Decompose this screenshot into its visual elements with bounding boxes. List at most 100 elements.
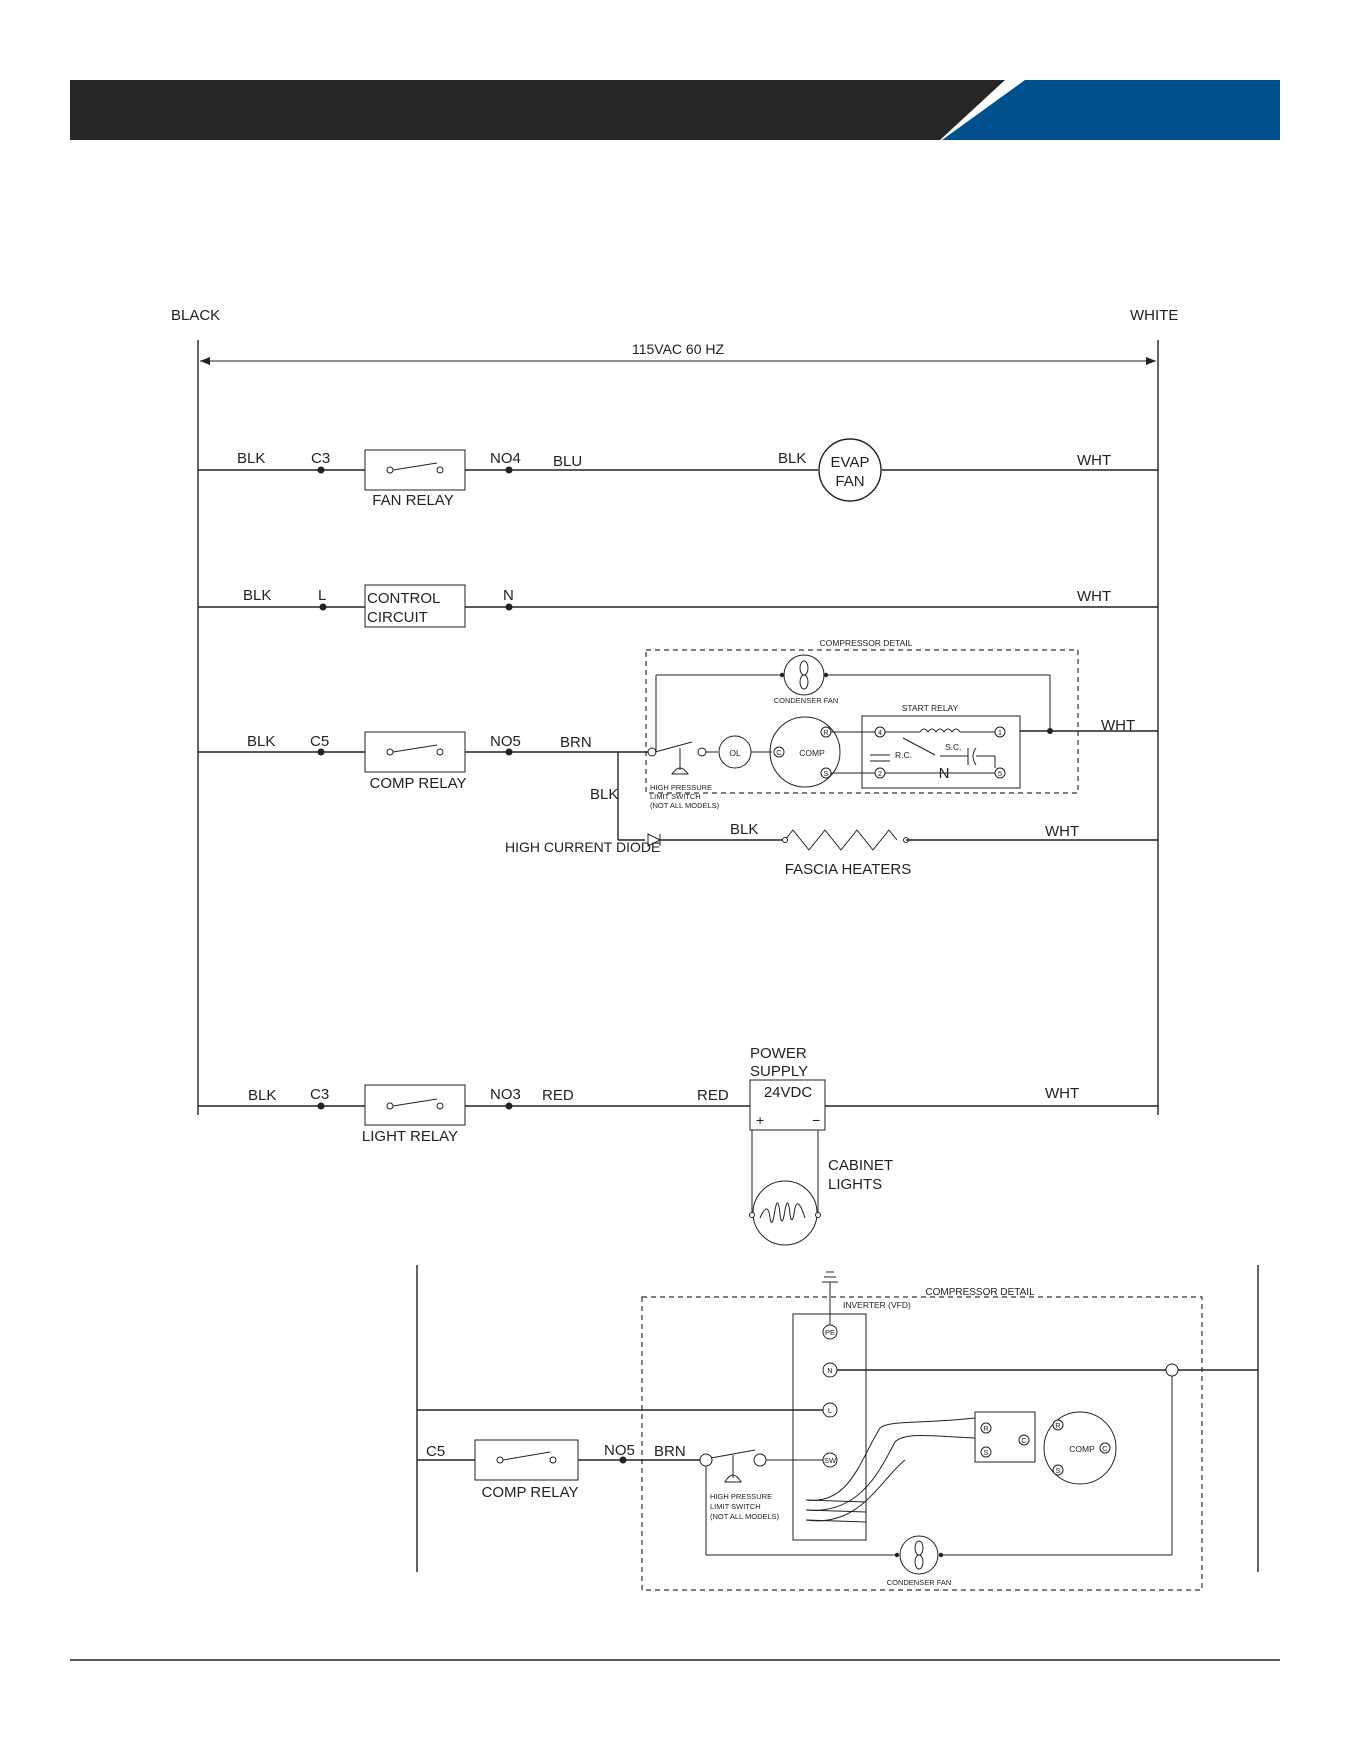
evap-fan	[818, 438, 882, 502]
inv-terminal-in: C5	[426, 1443, 445, 1460]
plug-s: S	[983, 1448, 988, 1457]
hp-switch-line1: HIGH PRESSURE	[650, 783, 712, 792]
control-neutral: WHT	[1077, 588, 1111, 605]
diode	[647, 833, 662, 847]
relay-pin-1: 1	[998, 728, 1002, 737]
inverter-box	[792, 1313, 867, 1541]
inverter-detail: COMPRESSOR DETAIL INVERTER (VFD) PE N L …	[416, 1265, 1259, 1591]
inv-condenser-fan	[899, 1535, 939, 1575]
comp-detail-box	[645, 649, 1079, 794]
cabinet-lights-line1: CABINET	[828, 1157, 893, 1174]
inv-condenser-fan-label: CONDENSER FAN	[887, 1578, 952, 1587]
inv-n: N	[827, 1366, 832, 1375]
comp-wire-in: BLK	[247, 733, 275, 750]
light-terminal-out: NO3	[490, 1086, 521, 1103]
inv-sw: SW	[824, 1456, 837, 1465]
control-wire-in: BLK	[243, 587, 271, 604]
heater-circuit: HIGH CURRENT DIODE BLK FASCIA HEATERS WH…	[505, 752, 1158, 878]
relay-pin-5: 5	[998, 769, 1002, 778]
power-supply-line1: POWER	[750, 1045, 807, 1062]
inv-hp-line2: LIMIT SWITCH	[710, 1502, 761, 1511]
control-terminal-in: L	[318, 587, 326, 604]
fan-wire-out: BLU	[553, 453, 582, 470]
header-accent	[942, 80, 1280, 140]
plug-c: C	[1021, 1436, 1027, 1445]
inv-terminal-out: NO5	[604, 1442, 635, 1459]
inverter-detail-box	[641, 1296, 1203, 1591]
power-supply-line2: SUPPLY	[750, 1063, 808, 1080]
comp-wire-out: BRN	[560, 734, 592, 751]
light-wire-out: RED	[542, 1087, 574, 1104]
inv-pe: PE	[825, 1328, 835, 1337]
fan-neutral: WHT	[1077, 452, 1111, 469]
power-supply-voltage: 24VDC	[764, 1084, 813, 1101]
inv-comp-r: R	[1055, 1421, 1061, 1430]
inv-wire-out: BRN	[654, 1443, 686, 1460]
rail-right-label: WHITE	[1130, 307, 1178, 324]
fan-terminal-out: NO4	[490, 450, 521, 467]
power-supply	[749, 1079, 826, 1131]
rc-label: R.C.	[895, 750, 912, 760]
inv-compressor	[1043, 1411, 1117, 1485]
inverter-label: INVERTER (VFD)	[843, 1300, 911, 1310]
light-neutral: WHT	[1045, 1085, 1079, 1102]
comp-pin-r: R	[823, 728, 829, 737]
comp-neutral: WHT	[1101, 717, 1135, 734]
light-wire-in: BLK	[248, 1087, 276, 1104]
sc-label: S.C.	[945, 742, 962, 752]
inv-hp-line1: HIGH PRESSURE	[710, 1492, 772, 1501]
comp-relay-label: COMP RELAY	[370, 775, 467, 792]
comp-branch-wire: BLK	[590, 786, 618, 803]
compressor-label: COMP	[799, 748, 825, 758]
compressor	[769, 716, 841, 788]
inv-l: L	[828, 1406, 832, 1415]
light-relay	[364, 1084, 466, 1126]
fan-relay-label: FAN RELAY	[372, 492, 453, 509]
evap-fan-line1: EVAP	[831, 454, 870, 471]
heater-neutral: WHT	[1045, 823, 1079, 840]
ps-minus: −	[812, 1112, 820, 1128]
inverter-detail-title: COMPRESSOR DETAIL	[925, 1287, 1035, 1298]
comp-relay	[364, 731, 466, 773]
control-box-line2: CIRCUIT	[367, 609, 428, 626]
relay-pin-2: 2	[878, 769, 882, 778]
light-relay-label: LIGHT RELAY	[362, 1128, 458, 1145]
inv-relay-label: COMP RELAY	[482, 1484, 579, 1501]
start-relay-label: START RELAY	[902, 703, 959, 713]
comp-circuit: BLK C5 COMP RELAY NO5 BRN BLK WHT COMPRE…	[198, 638, 1158, 810]
ps-plus: +	[756, 1112, 764, 1128]
fan-motor-wire: BLK	[778, 450, 806, 467]
header-banner	[70, 80, 1280, 140]
comp-plug	[974, 1411, 1036, 1463]
fan-wire-in: BLK	[237, 450, 265, 467]
heater-wire: BLK	[730, 821, 758, 838]
power-supply-wire: RED	[697, 1087, 729, 1104]
control-terminal-out: N	[503, 587, 514, 604]
fan-circuit: BLK C3 FAN RELAY NO4 BLU BLK EVAP FAN WH…	[198, 438, 1158, 509]
heater-label: FASCIA HEATERS	[785, 861, 911, 878]
inv-comp-relay	[474, 1439, 579, 1481]
inv-comp-label: COMP	[1069, 1444, 1095, 1454]
plug-r: R	[983, 1424, 989, 1433]
fascia-heater	[784, 829, 898, 851]
control-box-line1: CONTROL	[367, 590, 440, 607]
start-relay	[861, 715, 1021, 789]
comp-detail-title: COMPRESSOR DETAIL	[820, 638, 913, 648]
rail-left-label: BLACK	[171, 307, 220, 324]
fan-terminal-in: C3	[311, 450, 330, 467]
relay-pin-4: 4	[878, 728, 882, 737]
condenser-fan-label: CONDENSER FAN	[774, 696, 839, 705]
inv-comp-c: C	[1102, 1444, 1108, 1453]
comp-pin-s: S	[823, 769, 828, 778]
cabinet-lights-line2: LIGHTS	[828, 1176, 882, 1193]
header-bar	[70, 80, 1005, 140]
comp-terminal-in: C5	[310, 733, 329, 750]
comp-pin-c: C	[776, 748, 782, 757]
inv-comp-s: S	[1055, 1466, 1060, 1475]
control-box	[364, 584, 466, 628]
power-rails: BLACK WHITE 115VAC 60 HZ	[171, 307, 1178, 1115]
fan-relay	[364, 449, 466, 491]
inv-hp-line3: (NOT ALL MODELS)	[710, 1512, 780, 1521]
light-circuit: BLK C3 LIGHT RELAY NO3 RED RED POWER SUP…	[198, 1045, 1158, 1246]
